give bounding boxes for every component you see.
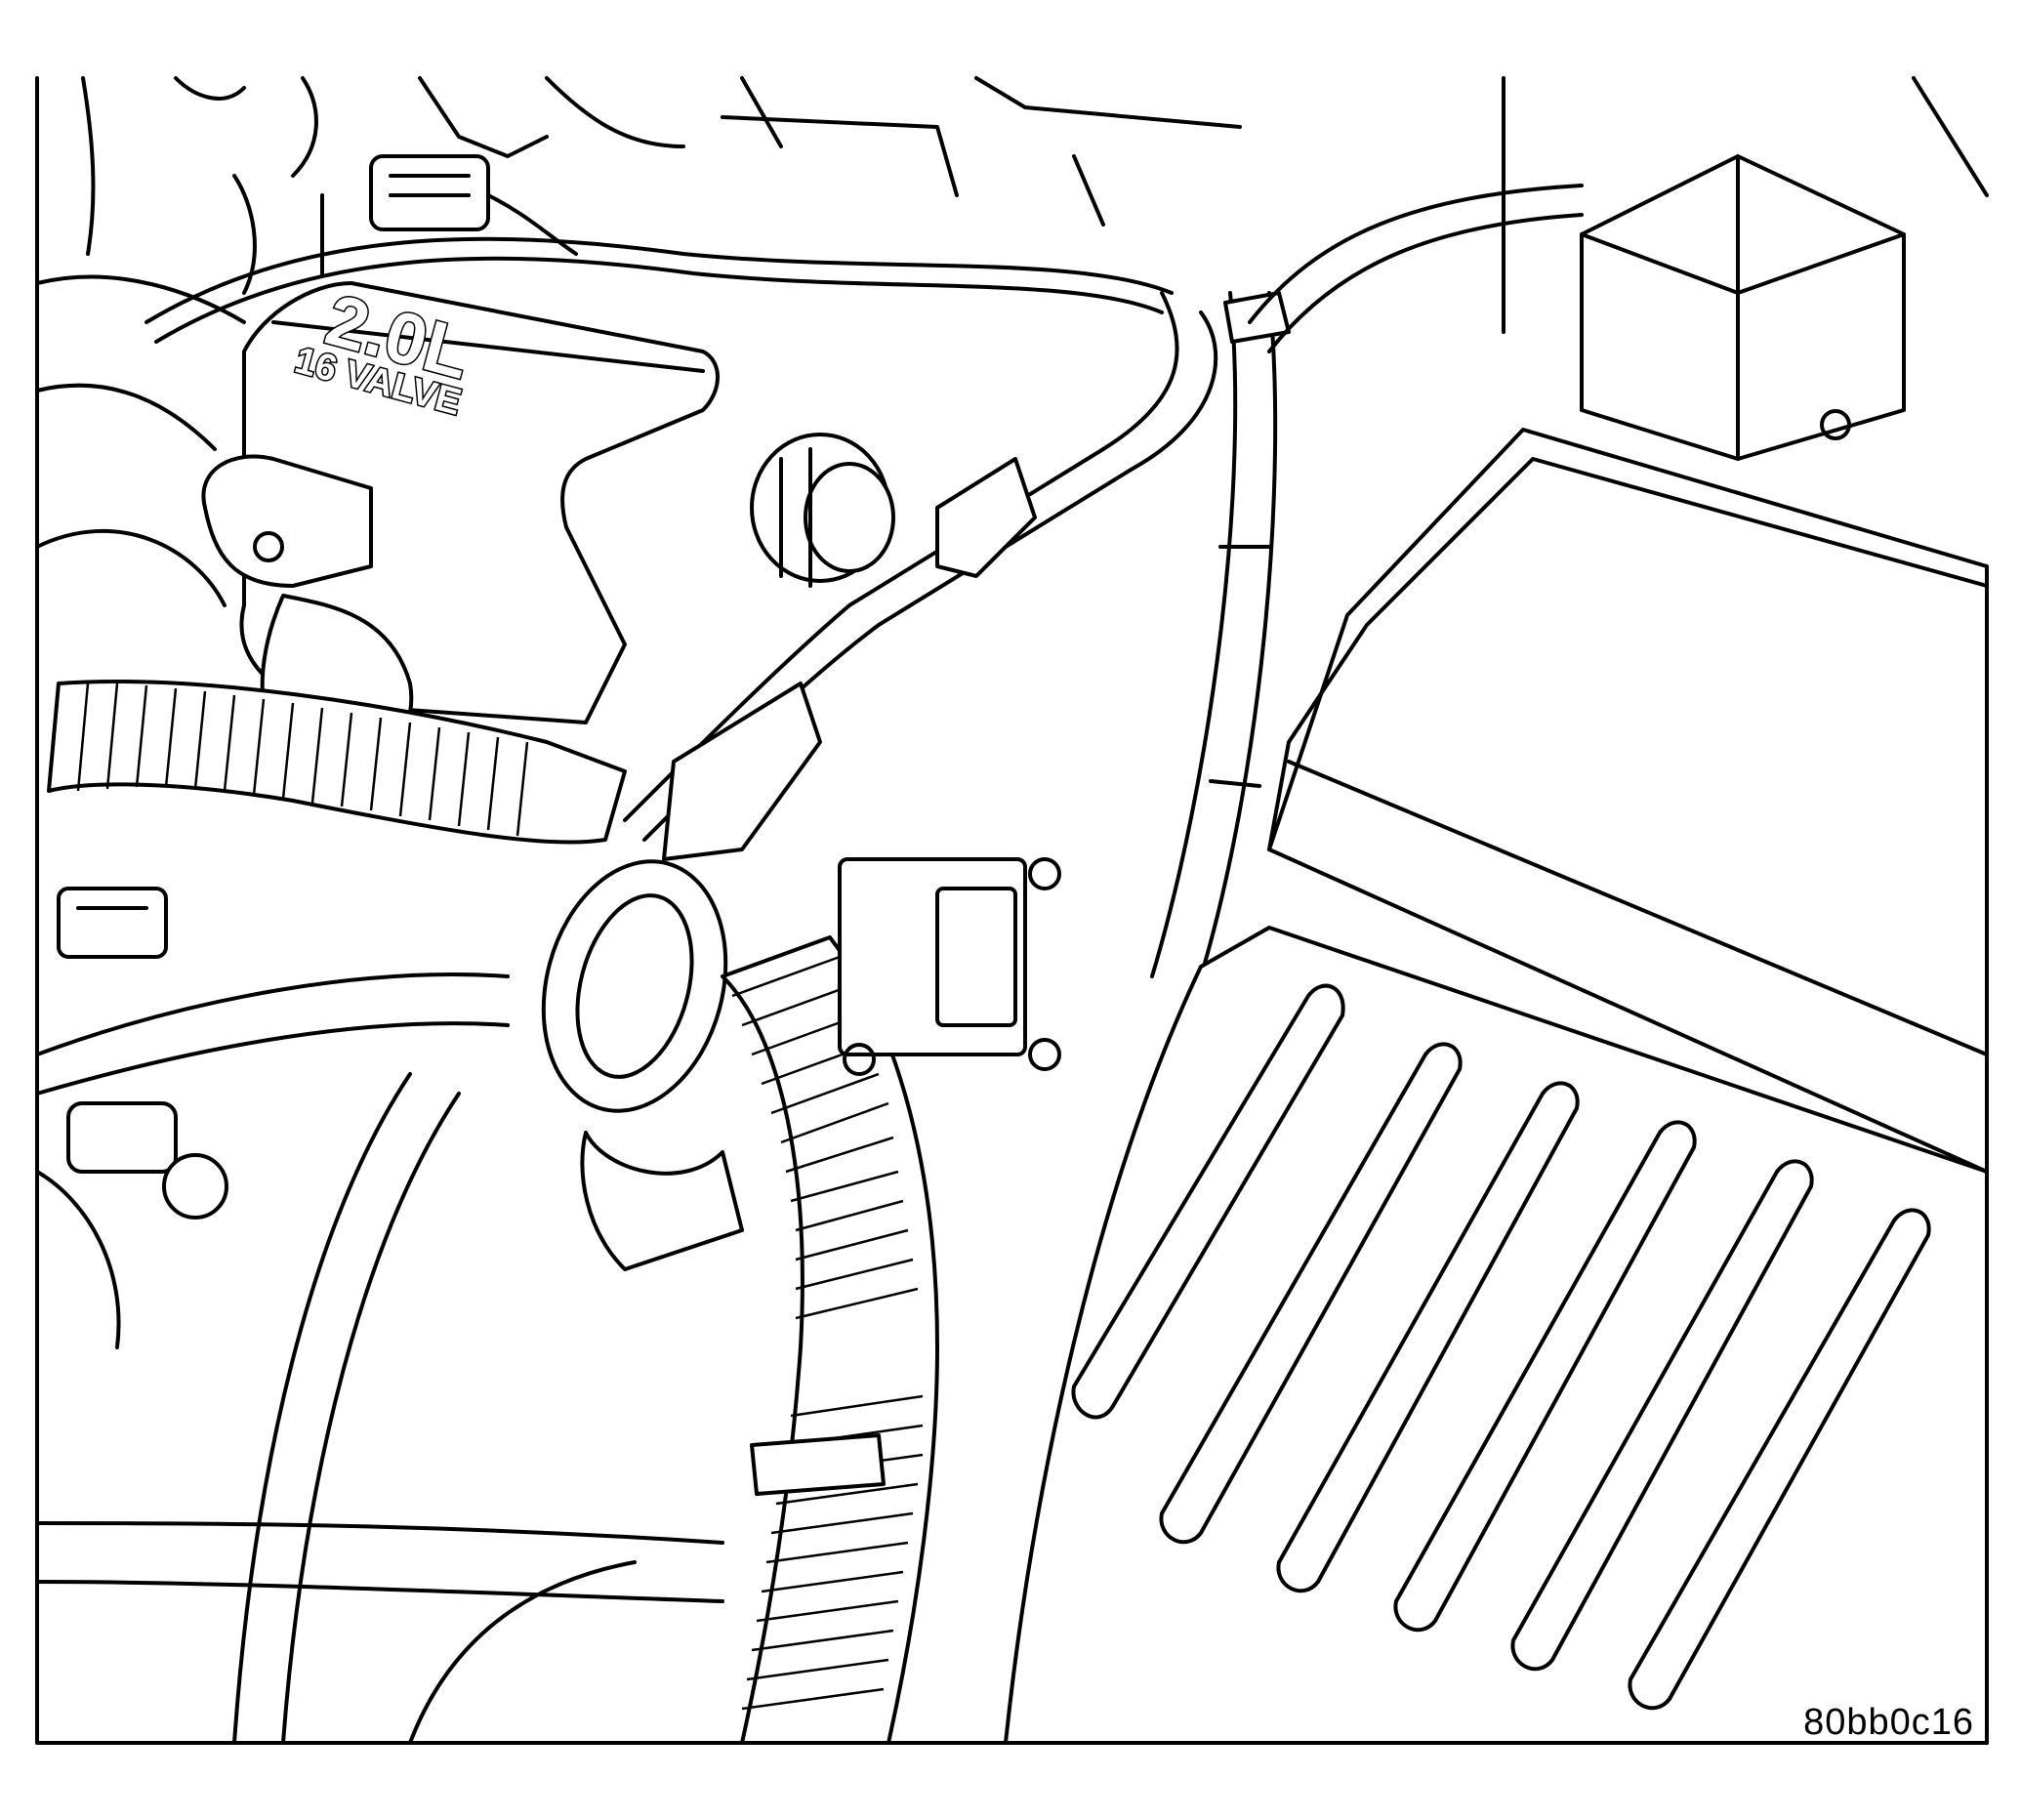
relay-box: [1580, 154, 1906, 461]
battery-cable: [541, 291, 1218, 1271]
upper-right-pipe: [1248, 76, 1989, 353]
center-sensor: [838, 857, 1061, 1076]
left-lower-connector: [35, 887, 228, 1349]
upper-wiring-harness: [144, 174, 1174, 344]
battery-tray: [1004, 926, 1989, 1745]
top-connector: [369, 154, 578, 256]
corrugated-harness-left: [47, 680, 627, 845]
background-engine-details: [35, 76, 1242, 607]
lower-hoses: [35, 972, 724, 1745]
vertical-harness: [1150, 291, 1291, 978]
oil-filler-cap: [750, 433, 895, 588]
figure-id-label: 80bb0c16: [1803, 1702, 1974, 1743]
corrugated-harness-lower: [721, 935, 939, 1745]
air-cleaner-box: [1267, 428, 1989, 1174]
